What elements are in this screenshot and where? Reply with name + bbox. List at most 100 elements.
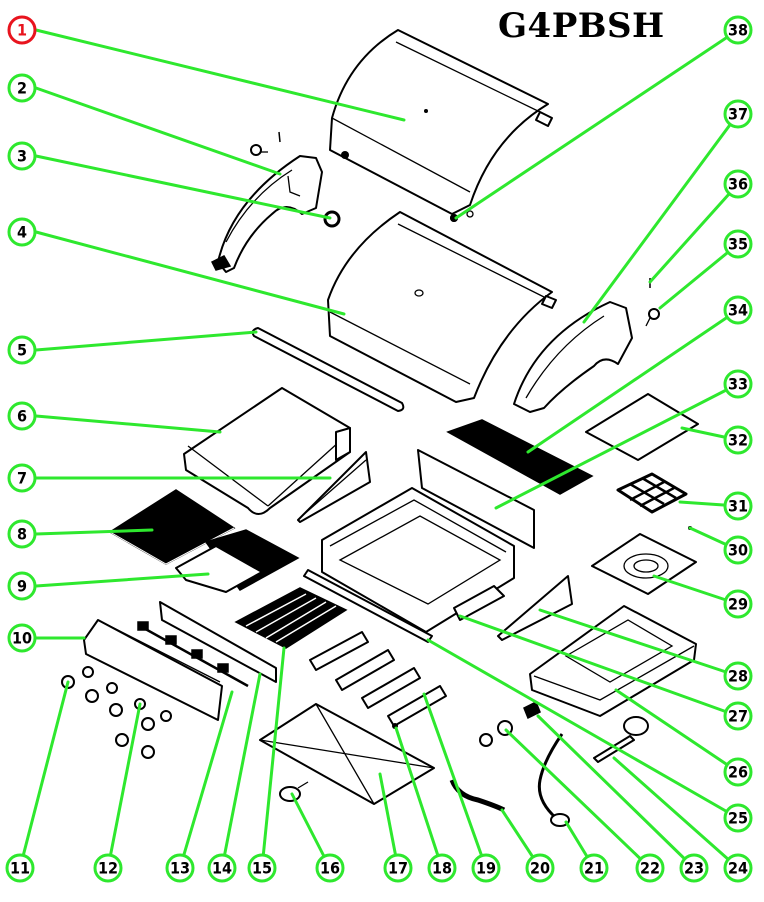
callout-37[interactable]: 37 (723, 99, 753, 129)
part-control-knobs[interactable] (61, 666, 172, 759)
svg-text:24: 24 (728, 859, 748, 878)
part-grease-tray[interactable] (259, 703, 435, 805)
callout-27[interactable]: 27 (723, 701, 753, 731)
callout-11[interactable]: 11 (5, 853, 35, 883)
callout-20[interactable]: 20 (525, 853, 555, 883)
callout-6[interactable]: 6 (7, 401, 37, 431)
callout-31[interactable]: 31 (723, 491, 753, 521)
leader-14 (220, 672, 262, 870)
svg-text:37: 37 (728, 105, 748, 124)
callout-22[interactable]: 22 (635, 853, 665, 883)
callout-17[interactable]: 17 (383, 853, 413, 883)
part-control-panel[interactable] (83, 619, 223, 721)
part-side-burner-valve[interactable] (523, 700, 541, 720)
leader-22 (504, 728, 652, 870)
part-valve-manifold[interactable] (137, 621, 249, 688)
callout-29[interactable]: 29 (723, 589, 753, 619)
callout-30[interactable]: 30 (723, 535, 753, 565)
callout-23[interactable]: 23 (679, 853, 709, 883)
callout-15[interactable]: 15 (247, 853, 277, 883)
svg-text:9: 9 (17, 577, 27, 596)
part-side-knob (479, 733, 493, 747)
callout-4[interactable]: 4 (7, 217, 37, 247)
part-side-burner-grate[interactable] (616, 472, 688, 514)
leader-24 (612, 756, 740, 870)
callout-2[interactable]: 2 (7, 73, 37, 103)
part-regulator-hose[interactable] (537, 733, 570, 827)
part-thermometer[interactable] (645, 278, 660, 327)
leader-13 (178, 690, 234, 870)
svg-text:8: 8 (17, 525, 27, 544)
svg-text:1: 1 (17, 21, 27, 40)
part-griddle-plate[interactable] (175, 529, 300, 593)
leader-38 (454, 28, 740, 220)
leader-9 (34, 572, 210, 588)
callout-14[interactable]: 14 (207, 853, 237, 883)
svg-text:5: 5 (17, 341, 27, 360)
svg-text:16: 16 (320, 859, 340, 878)
model-title: G4PBSH (498, 6, 665, 46)
leader-27 (458, 614, 740, 718)
part-side-burner-shelf[interactable] (529, 605, 697, 717)
callout-13[interactable]: 13 (165, 853, 195, 883)
part-manifold-bracket[interactable] (159, 601, 277, 683)
part-firebox[interactable] (321, 487, 515, 633)
leader-37 (582, 112, 740, 324)
part-handle-bar[interactable] (251, 327, 405, 412)
callout-28[interactable]: 28 (723, 661, 753, 691)
part-hood-lid[interactable] (329, 29, 553, 222)
part-right-lid-handle-bracket[interactable] (513, 301, 633, 413)
part-side-burner-tube[interactable] (593, 716, 649, 763)
callout-8[interactable]: 8 (7, 519, 37, 549)
callout-16[interactable]: 16 (315, 853, 345, 883)
callout-3[interactable]: 3 (7, 141, 37, 171)
svg-text:27: 27 (728, 707, 748, 726)
callout-33[interactable]: 33 (723, 369, 753, 399)
leader-12 (106, 702, 142, 870)
part-side-burner-bowl[interactable] (591, 533, 697, 595)
part-warming-rack[interactable] (446, 419, 594, 495)
leader-8 (34, 528, 154, 536)
part-left-side-shelf[interactable] (183, 387, 351, 515)
callout-26[interactable]: 26 (723, 757, 753, 787)
svg-text:25: 25 (728, 809, 748, 828)
callout-1[interactable]: 1 (7, 15, 37, 45)
callout-21[interactable]: 21 (579, 853, 609, 883)
leader-2 (34, 86, 282, 176)
part-hinge-pin[interactable] (450, 214, 458, 222)
part-bumper[interactable] (323, 210, 341, 228)
callout-5[interactable]: 5 (7, 335, 37, 365)
callout-36[interactable]: 36 (723, 169, 753, 199)
callout-10[interactable]: 10 (7, 623, 37, 653)
part-main-burners[interactable] (309, 631, 447, 727)
leader-26 (614, 688, 740, 774)
part-rear-panel[interactable] (417, 449, 535, 549)
leader-1 (34, 28, 406, 122)
svg-text:36: 36 (728, 175, 748, 194)
callout-19[interactable]: 19 (471, 853, 501, 883)
leader-6 (34, 414, 222, 434)
svg-text:28: 28 (728, 667, 748, 686)
svg-text:34: 34 (728, 301, 748, 320)
callout-24[interactable]: 24 (723, 853, 753, 883)
svg-text:18: 18 (432, 859, 452, 878)
callout-18[interactable]: 18 (427, 853, 457, 883)
parts-drawing (61, 29, 699, 827)
callout-35[interactable]: 35 (723, 229, 753, 259)
leader-5 (34, 330, 258, 352)
part-flame-tamer[interactable] (234, 587, 348, 649)
callout-9[interactable]: 9 (7, 571, 37, 601)
part-burner-support-rail[interactable] (303, 569, 433, 643)
callout-12[interactable]: 12 (93, 853, 123, 883)
callout-38[interactable]: 38 (723, 15, 753, 45)
part-right-heat-shield[interactable] (497, 575, 573, 641)
callout-32[interactable]: 32 (723, 425, 753, 455)
callout-7[interactable]: 7 (7, 463, 37, 493)
part-left-heat-shield[interactable] (297, 451, 371, 523)
part-side-burner-cover[interactable] (585, 393, 699, 461)
svg-text:11: 11 (10, 859, 30, 878)
callout-34[interactable]: 34 (723, 295, 753, 325)
svg-text:38: 38 (728, 21, 748, 40)
part-inner-hood-panel[interactable] (327, 211, 557, 403)
callout-25[interactable]: 25 (723, 803, 753, 833)
